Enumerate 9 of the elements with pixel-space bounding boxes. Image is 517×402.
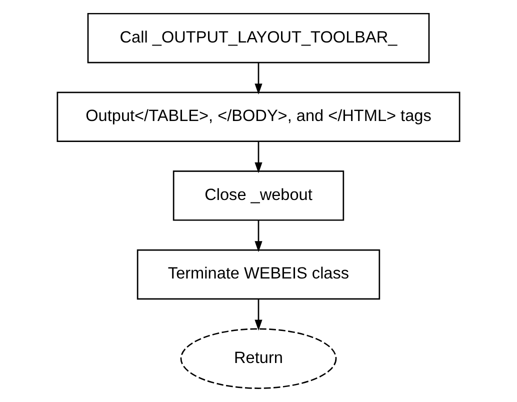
node-box: Close _webout	[172, 170, 344, 221]
node-box: Output</TABLE>, </BODY>, and </HTML> tags	[56, 92, 460, 142]
arrow	[254, 62, 262, 94]
node-box: Terminate WEBEIS class	[136, 249, 380, 300]
node-ellipse: Return	[180, 328, 337, 389]
node-box: Call _OUTPUT_LAYOUT_TOOLBAR_	[87, 12, 430, 64]
arrow	[254, 298, 262, 331]
arrow	[254, 220, 262, 252]
arrow	[254, 141, 262, 174]
